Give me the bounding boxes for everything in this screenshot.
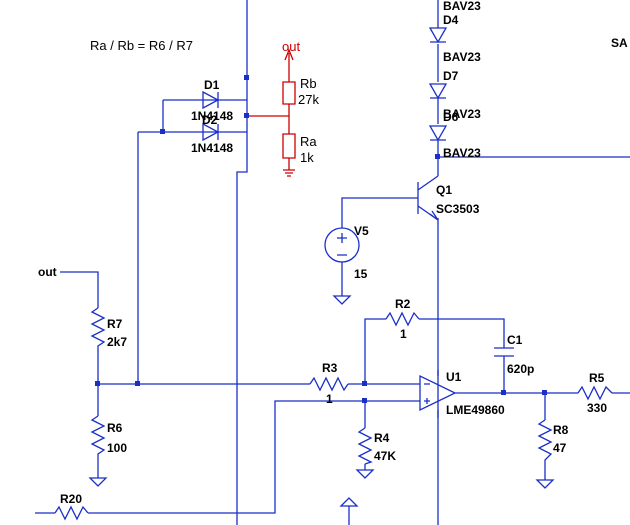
d6-ref: D6 bbox=[443, 110, 459, 124]
r2-ref: R2 bbox=[395, 297, 411, 311]
d7-value: BAV23 bbox=[443, 107, 481, 121]
diode-d2[interactable] bbox=[202, 122, 220, 142]
d7-ref: D7 bbox=[443, 69, 459, 83]
opamp-pins bbox=[424, 383, 430, 404]
source-v5[interactable] bbox=[324, 227, 360, 263]
ra-ref: Ra bbox=[300, 134, 317, 149]
opamp-u1[interactable] bbox=[419, 374, 457, 412]
resistor-r4[interactable] bbox=[357, 427, 373, 465]
r6-ref: R6 bbox=[107, 421, 123, 435]
out-arrow-icon bbox=[284, 48, 294, 61]
r7-ref: R7 bbox=[107, 317, 123, 331]
diode-d1[interactable] bbox=[202, 90, 220, 110]
q1-ref: Q1 bbox=[436, 183, 452, 197]
formula-label: Ra / Rb = R6 / R7 bbox=[90, 38, 193, 53]
top-diode-value: BAV23 bbox=[443, 0, 481, 13]
resistor-r20[interactable] bbox=[54, 505, 89, 521]
red-net bbox=[247, 48, 296, 177]
d4-value: BAV23 bbox=[443, 50, 481, 64]
r7-value: 2k7 bbox=[107, 335, 127, 349]
d4-ref: D4 bbox=[443, 13, 459, 27]
resistor-r5[interactable] bbox=[577, 385, 613, 401]
r3-ref: R3 bbox=[322, 361, 338, 375]
resistor-r6[interactable] bbox=[90, 415, 106, 460]
r2-value: 1 bbox=[400, 327, 407, 341]
resistor-r3[interactable] bbox=[309, 376, 349, 392]
bottom-diode-value: BAV23 bbox=[443, 146, 481, 160]
u1-ref: U1 bbox=[446, 370, 462, 384]
resistor-r2[interactable] bbox=[385, 311, 420, 327]
r6-value: 100 bbox=[107, 441, 127, 455]
r20-ref: R20 bbox=[60, 492, 82, 506]
d2-ref: D2 bbox=[202, 113, 218, 127]
v5-value: 15 bbox=[354, 267, 368, 281]
resistor-r8[interactable] bbox=[537, 419, 553, 462]
r8-ground-icon bbox=[535, 479, 555, 489]
rb-value: 27k bbox=[298, 92, 319, 107]
diode-d4[interactable] bbox=[428, 27, 448, 44]
net-out-top: out bbox=[282, 39, 300, 54]
r6-ground-icon bbox=[88, 477, 108, 487]
wire-left-rail bbox=[236, 120, 248, 525]
wire-noninv bbox=[115, 400, 420, 514]
junctions bbox=[95, 75, 547, 403]
r3-value: 1 bbox=[326, 392, 333, 406]
d1-ref: D1 bbox=[204, 78, 220, 92]
net-sa: SA bbox=[611, 36, 628, 50]
rb-body bbox=[282, 81, 296, 105]
c1-ref: C1 bbox=[507, 333, 523, 347]
diode-d6[interactable] bbox=[428, 125, 448, 142]
r4-ground-icon bbox=[355, 469, 375, 479]
v5-ref: V5 bbox=[354, 224, 369, 238]
wire-diode-string bbox=[437, 0, 630, 158]
u1-value: LME49860 bbox=[446, 403, 505, 417]
r4-ref: R4 bbox=[374, 431, 390, 445]
resistor-r7[interactable] bbox=[90, 307, 106, 352]
bottom-ground-icon bbox=[339, 497, 359, 507]
ra-value: 1k bbox=[300, 150, 314, 165]
v5-ground-icon bbox=[332, 295, 352, 305]
q1-value: SC3503 bbox=[436, 202, 480, 216]
wire-feedback bbox=[364, 318, 505, 384]
d1-value: 1N4148 bbox=[191, 109, 233, 123]
capacitor-c1[interactable] bbox=[494, 347, 514, 357]
wire-q1-base bbox=[341, 157, 439, 296]
wire-out-left bbox=[60, 271, 99, 308]
r4-value: 47K bbox=[374, 449, 396, 463]
d2-value: 1N4148 bbox=[191, 141, 233, 155]
ra-body bbox=[282, 133, 296, 159]
wire-diode-bridge bbox=[162, 99, 247, 133]
r5-ref: R5 bbox=[589, 371, 605, 385]
r5-value: 330 bbox=[587, 401, 607, 415]
ra-ground-icon bbox=[283, 169, 295, 177]
transistor-q1[interactable] bbox=[417, 175, 439, 221]
r8-ref: R8 bbox=[553, 423, 569, 437]
net-out-left: out bbox=[38, 265, 57, 279]
r8-value: 47 bbox=[553, 441, 567, 455]
wire-red-divider bbox=[247, 53, 290, 170]
rb-ref: Rb bbox=[300, 76, 317, 91]
c1-value: 620p bbox=[507, 362, 534, 376]
diode-d7[interactable] bbox=[428, 83, 448, 100]
wire-diode-feed bbox=[137, 131, 163, 384]
